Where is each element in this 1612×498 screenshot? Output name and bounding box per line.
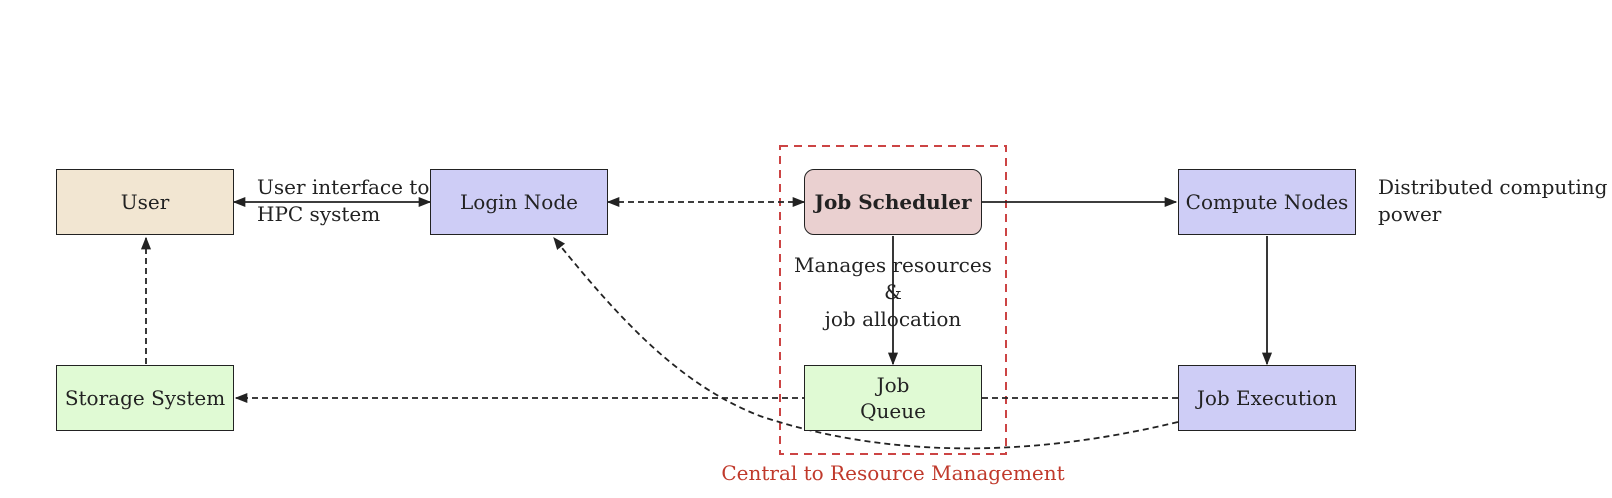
node-job-queue: Job Queue <box>804 365 982 431</box>
group-caption-text: Central to Resource Management <box>721 461 1065 485</box>
node-storage-label: Storage System <box>64 386 226 410</box>
node-login: Login Node <box>430 169 608 235</box>
node-user-label: User <box>120 190 170 214</box>
node-job-execution-label: Job Execution <box>1196 386 1338 410</box>
node-job-scheduler-label: Job Scheduler <box>814 190 972 214</box>
node-compute: Compute Nodes <box>1178 169 1356 235</box>
node-compute-label: Compute Nodes <box>1185 190 1349 214</box>
label-manages-resources-line1: Manages resources <box>794 253 992 277</box>
node-job-execution: Job Execution <box>1178 365 1356 431</box>
node-storage: Storage System <box>56 365 234 431</box>
label-manages-resources-line3: job allocation <box>824 307 962 331</box>
label-distributed-computing: Distributed computing power <box>1378 174 1607 228</box>
resource-management-group <box>779 145 1007 455</box>
edge-execution-login <box>553 237 1179 450</box>
label-user-interface-line2: HPC system <box>257 202 381 226</box>
node-job-queue-line2: Queue <box>860 399 926 423</box>
label-user-interface: User interface to HPC system <box>257 174 429 228</box>
label-distributed-computing-line1: Distributed computing <box>1378 175 1608 199</box>
node-user: User <box>56 169 234 235</box>
label-manages-resources-line2: & <box>884 280 902 304</box>
node-job-queue-line1: Job <box>876 373 910 397</box>
node-job-scheduler: Job Scheduler <box>804 169 982 235</box>
node-login-label: Login Node <box>460 190 578 214</box>
group-caption: Central to Resource Management <box>693 460 1093 487</box>
label-distributed-computing-line2: power <box>1378 202 1442 226</box>
label-manages-resources: Manages resources & job allocation <box>793 252 993 333</box>
label-user-interface-line1: User interface to <box>257 175 430 199</box>
